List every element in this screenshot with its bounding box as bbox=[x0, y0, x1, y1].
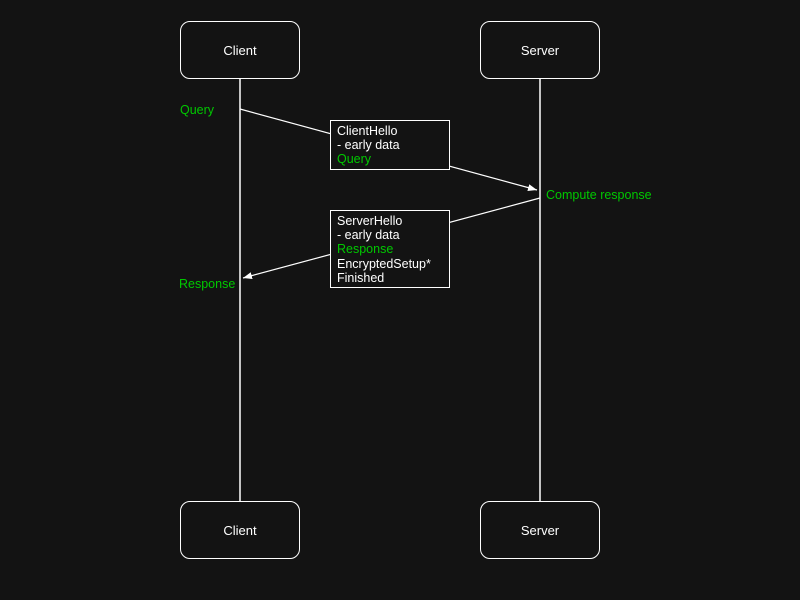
message-line: - early data bbox=[337, 228, 400, 243]
message-line: Query bbox=[337, 152, 372, 167]
actor-server-top-label: Server bbox=[520, 42, 560, 58]
message-line: ServerHello bbox=[337, 214, 403, 228]
message-line: ClientHello bbox=[337, 124, 398, 138]
actor-server-bottom-label: Server bbox=[520, 522, 560, 538]
actor-client-bottom-label: Client bbox=[223, 522, 257, 538]
actor-server-bottom: Server bbox=[480, 501, 600, 559]
message-line: Finished bbox=[337, 270, 385, 285]
message-line: EncryptedSetup* bbox=[337, 256, 431, 271]
actor-client-top-label: Client bbox=[223, 42, 257, 58]
message-line: Response bbox=[337, 242, 394, 257]
message-box-server-hello: ServerHello - early data Response Encryp… bbox=[330, 210, 450, 289]
message-box-client-hello: ClientHello - early data Query bbox=[330, 120, 450, 170]
annotation-query: Query bbox=[180, 103, 215, 117]
actor-client-top: Client bbox=[180, 21, 300, 79]
message-line: - early data bbox=[337, 138, 400, 153]
actor-client-bottom: Client bbox=[180, 501, 300, 559]
annotation-response: Response bbox=[179, 277, 236, 291]
annotation-compute-response: Compute response bbox=[546, 188, 652, 202]
actor-server-top: Server bbox=[480, 21, 600, 79]
